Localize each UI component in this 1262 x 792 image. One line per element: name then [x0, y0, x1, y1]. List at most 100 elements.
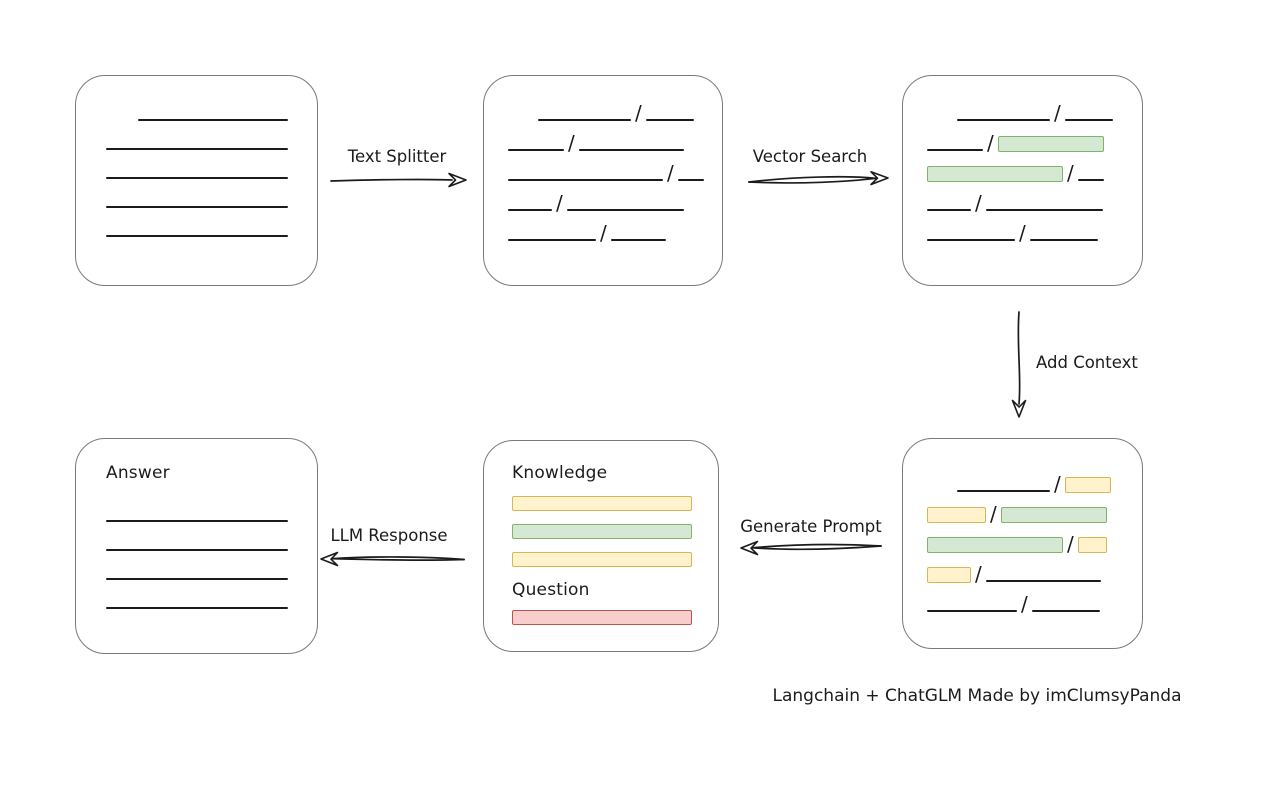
text-line [927, 239, 1015, 241]
segment-row: / [927, 191, 1128, 215]
segment-row [106, 191, 291, 209]
add-context-label: Add Context [1036, 353, 1138, 372]
segment-row: / [508, 131, 708, 155]
text-line [985, 580, 1101, 582]
segment-row: / [508, 221, 708, 245]
segment-row: / [927, 592, 1128, 616]
segment-row: / [927, 562, 1128, 586]
segment-row: / [508, 161, 708, 185]
segment-row: / [927, 472, 1128, 496]
answer-lines [106, 505, 291, 610]
segment-row: / [927, 131, 1128, 155]
slash-separator: / [1054, 472, 1061, 496]
document-lines [76, 76, 317, 285]
slash-separator: / [600, 221, 607, 245]
text-line [508, 179, 663, 181]
slash-separator: / [1021, 592, 1028, 616]
text-line [578, 149, 684, 151]
answer-box: Answer [75, 438, 318, 654]
segment-row: / [508, 191, 708, 215]
segment-row [106, 534, 291, 552]
yellow-highlight-chip [1077, 537, 1107, 553]
question-bars [512, 610, 692, 625]
segment-row [106, 563, 291, 581]
text-line [508, 239, 596, 241]
slash-separator: / [556, 191, 563, 215]
text-line [508, 209, 552, 211]
text-line [106, 578, 288, 580]
text-line [927, 610, 1017, 612]
knowledge-bars [512, 496, 692, 567]
segment-row [106, 104, 291, 122]
text-line [106, 148, 288, 150]
yellow-highlight-chip [927, 507, 986, 523]
generate-prompt-label: Generate Prompt [740, 517, 882, 536]
slash-separator: / [635, 101, 642, 125]
segment-row [106, 505, 291, 523]
yellow-highlight-chip [927, 567, 971, 583]
green-highlight-chip [1000, 507, 1107, 523]
slash-separator: / [1054, 101, 1061, 125]
text-line [610, 239, 666, 241]
text-line [927, 209, 971, 211]
text-splitter-label: Text Splitter [347, 147, 447, 166]
slash-separator: / [987, 131, 994, 155]
chunk-lines: / / / / / [484, 76, 722, 285]
segment-row: / [508, 101, 708, 125]
yellow-bar [512, 552, 692, 567]
segment-row: / [927, 101, 1128, 125]
vector-search-label: Vector Search [752, 147, 868, 166]
text-line [1077, 179, 1104, 181]
text-line [927, 149, 983, 151]
segment-row: / [927, 502, 1128, 526]
yellow-bar [512, 496, 692, 511]
yellow-highlight-chip [1064, 477, 1111, 493]
green-highlight-chip [927, 166, 1063, 182]
red-bar [512, 610, 692, 625]
add-context-arrow [1011, 311, 1027, 418]
prompt-box: Knowledge Question [483, 440, 719, 652]
text-splitter-arrow [330, 172, 467, 188]
text-line [957, 119, 1050, 121]
slash-separator: / [1019, 221, 1026, 245]
segment-row [106, 220, 291, 238]
text-line [1031, 610, 1100, 612]
green-highlight-chip [927, 537, 1063, 553]
llm-response-arrow [320, 551, 465, 567]
knowledge-label: Knowledge [512, 463, 608, 483]
vector-search-result-box: / / / / / [902, 75, 1143, 286]
text-line [106, 607, 288, 609]
context-lines: / / / / / [903, 439, 1142, 648]
text-line [645, 119, 694, 121]
segment-row [106, 162, 291, 180]
text-line [957, 490, 1050, 492]
segment-row: / [927, 532, 1128, 556]
text-line [106, 235, 288, 237]
slash-separator: / [667, 161, 674, 185]
text-line [106, 549, 288, 551]
retrieved-lines: / / / / / [903, 76, 1142, 285]
segment-row: / [927, 161, 1128, 185]
slash-separator: / [990, 502, 997, 526]
slash-separator: / [1067, 532, 1074, 556]
text-line [538, 119, 631, 121]
split-chunks-box: / / / / / [483, 75, 723, 286]
slash-separator: / [1067, 161, 1074, 185]
context-box: / / / / / [902, 438, 1143, 649]
slash-separator: / [975, 562, 982, 586]
text-line [106, 520, 288, 522]
slash-separator: / [975, 191, 982, 215]
llm-response-label: LLM Response [330, 526, 448, 545]
caption: Langchain + ChatGLM Made by imClumsyPand… [772, 686, 1182, 706]
text-line [566, 209, 684, 211]
answer-label: Answer [106, 463, 170, 483]
source-document-box [75, 75, 318, 286]
slash-separator: / [568, 131, 575, 155]
segment-row [106, 133, 291, 151]
text-line [138, 119, 288, 121]
text-line [106, 177, 288, 179]
text-line [106, 206, 288, 208]
green-highlight-chip [997, 136, 1104, 152]
text-line [985, 209, 1103, 211]
green-bar [512, 524, 692, 539]
